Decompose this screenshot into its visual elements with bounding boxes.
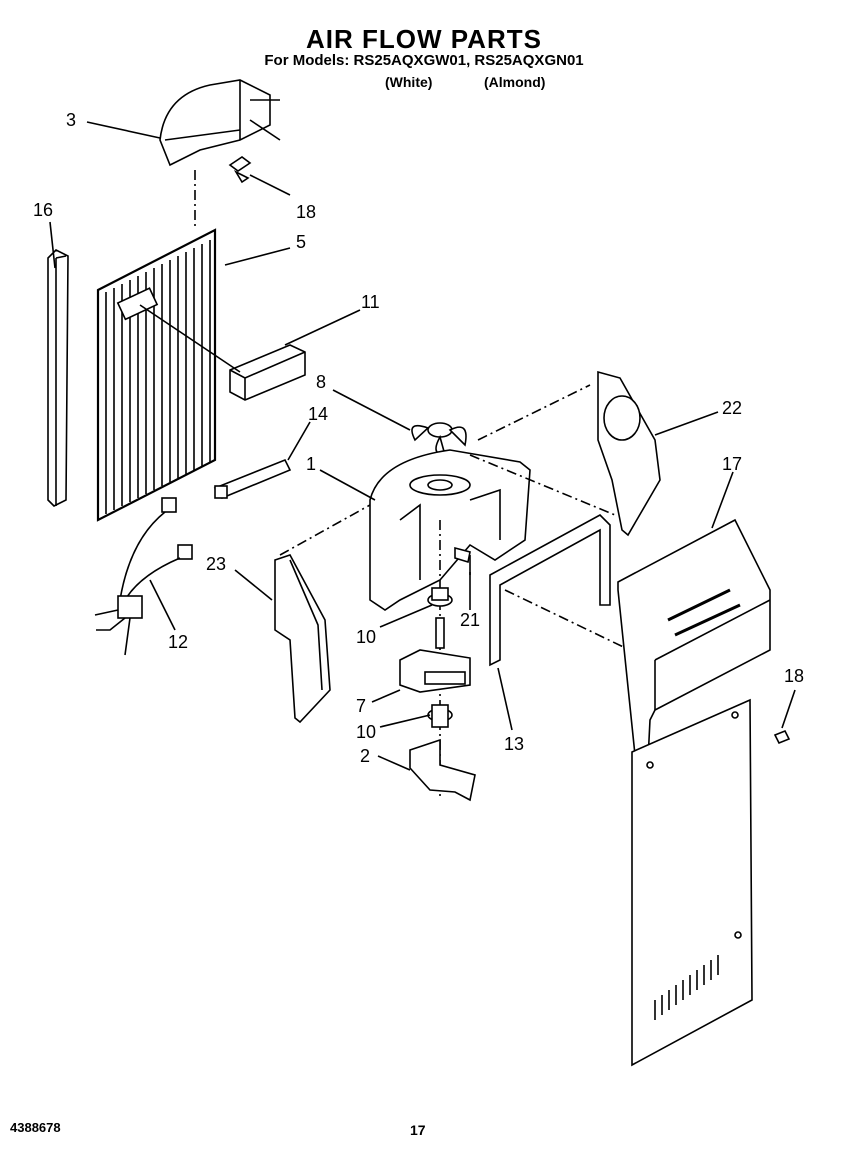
callout-17: 17 [722, 454, 742, 474]
part-7-motor [399, 617, 471, 693]
callout-16: 16 [33, 200, 53, 220]
callout-12: 12 [168, 632, 188, 652]
part-8-fan-blade [411, 422, 467, 456]
part-13-seal [489, 514, 611, 667]
callout-5: 5 [296, 232, 306, 252]
callout-11: 11 [361, 292, 380, 312]
callout-7: 7 [356, 696, 366, 716]
part-22-baffle [597, 370, 661, 537]
part-14-heater [213, 458, 292, 499]
callout-21: 21 [460, 610, 480, 630]
part-2-motor-bracket [409, 738, 476, 802]
part-1-fan-housing [369, 449, 531, 611]
part-12-harness [94, 497, 193, 656]
part-10-grommet-bottom [427, 704, 453, 728]
page-title: AIR FLOW PARTS [306, 24, 542, 54]
callout-18-top: 18 [296, 202, 316, 222]
color-white-label: (White) [385, 74, 433, 90]
leader-lines [49, 121, 796, 771]
part-10-grommet-top [427, 587, 453, 607]
model-subtitle: For Models: RS25AQXGW01, RS25AQXGN01 [264, 52, 584, 69]
part-23-side-panel [274, 554, 331, 724]
callout-2: 2 [360, 746, 370, 766]
document-number: 4388678 [10, 1120, 61, 1135]
part-17-air-duct-panel [617, 518, 771, 1067]
part-3-duct-cover [159, 79, 281, 167]
callout-18-right: 18 [784, 666, 804, 686]
callout-10-bottom: 10 [356, 722, 376, 742]
part-11-bracket [139, 304, 306, 401]
callout-22: 22 [722, 398, 742, 418]
callout-3: 3 [66, 110, 76, 130]
part-18-screw-top [228, 156, 252, 184]
color-almond-label: (Almond) [484, 74, 546, 90]
callout-10-top: 10 [356, 627, 376, 647]
part-16-strip [47, 249, 69, 507]
callout-1: 1 [306, 454, 316, 474]
part-5-evaporator-grille [96, 228, 217, 522]
callout-13: 13 [504, 734, 524, 754]
callout-8: 8 [316, 372, 326, 392]
part-18-screw-right [773, 729, 791, 745]
page-number: 17 [410, 1122, 426, 1138]
part-21-screw [454, 546, 471, 575]
callout-23: 23 [206, 554, 226, 574]
callout-14: 14 [308, 404, 328, 424]
